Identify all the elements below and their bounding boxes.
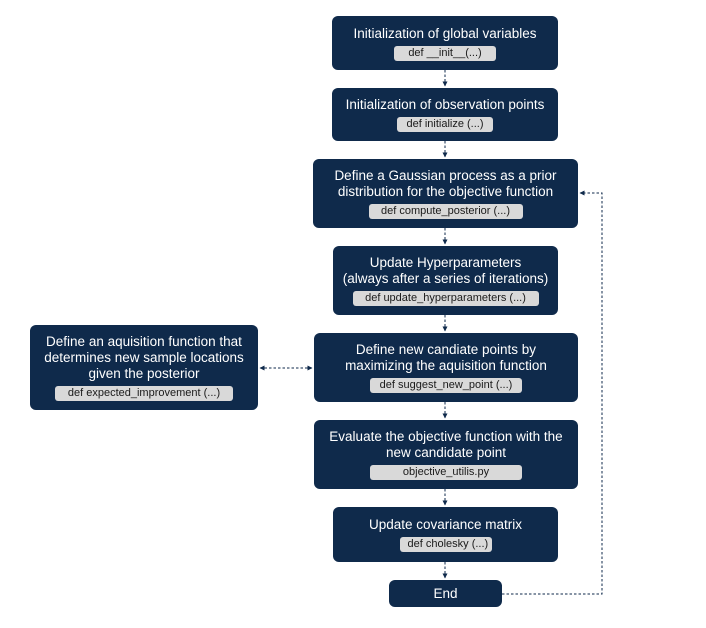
side-acquisition-function-code: def expected_improvement (...): [55, 386, 233, 401]
step-update-hyperparameters: Update Hyperparameters (always after a s…: [333, 246, 558, 315]
arrow-end-loop-to-gp: [502, 190, 603, 595]
step-candidate-points: Define new candiate points by maximizing…: [314, 333, 578, 402]
step-gaussian-process: Define a Gaussian process as a prior dis…: [313, 159, 578, 228]
step-evaluate-objective: Evaluate the objective function with the…: [314, 420, 578, 489]
step-end-title: End: [433, 585, 458, 601]
step-update-covariance-code: def cholesky (...): [399, 537, 492, 552]
step-init-globals-title: Initialization of global variables: [353, 25, 537, 41]
step-evaluate-objective-title: Evaluate the objective function with the…: [329, 429, 563, 460]
step-end: End: [389, 580, 502, 607]
step-init-observation: Initialization of observation points def…: [332, 88, 558, 141]
step-init-observation-code: def initialize (...): [397, 117, 493, 132]
side-acquisition-function: Define an aquisition function that deter…: [30, 325, 258, 410]
step-update-hyperparameters-title: Update Hyperparameters (always after a s…: [342, 255, 549, 286]
step-update-hyperparameters-code: def update_hyperparameters (...): [352, 291, 539, 306]
step-init-globals-code: def __init__(...): [394, 45, 496, 61]
step-update-covariance-title: Update covariance matrix: [368, 517, 523, 532]
step-evaluate-objective-code: objective_utilis.py: [370, 465, 522, 480]
step-gaussian-process-code: def compute_posterior (...): [368, 204, 523, 219]
step-update-covariance: Update covariance matrix def cholesky (.…: [333, 507, 558, 562]
step-init-globals: Initialization of global variables def _…: [332, 16, 558, 70]
step-candidate-points-title: Define new candiate points by maximizing…: [345, 342, 547, 373]
side-acquisition-function-title: Define an aquisition function that deter…: [44, 334, 244, 381]
step-init-observation-title: Initialization of observation points: [345, 97, 545, 112]
step-candidate-points-code: def suggest_new_point (...): [370, 378, 522, 393]
step-gaussian-process-title: Define a Gaussian process as a prior dis…: [334, 168, 557, 199]
